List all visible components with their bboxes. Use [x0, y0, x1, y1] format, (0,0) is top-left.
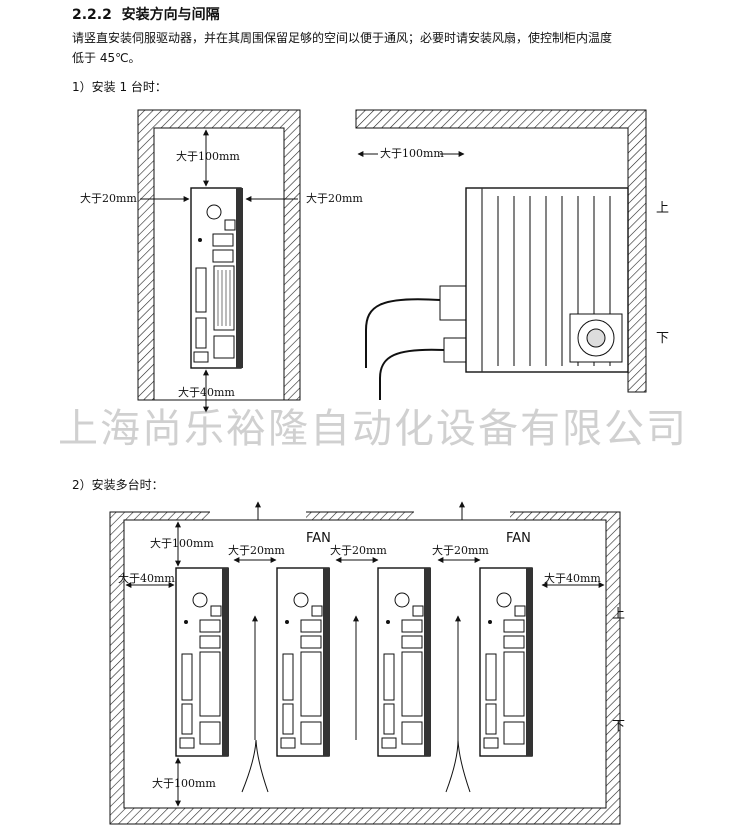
fig1-up-label: 上 — [656, 201, 669, 216]
fig2-gap-between-2: 大于20mm — [330, 543, 387, 557]
fig1-caption: 1）安装 1 台时： — [72, 80, 167, 94]
fan-label-1: FAN — [306, 531, 331, 546]
servo-drive-2 — [276, 567, 330, 757]
servo-drive-3 — [377, 567, 431, 757]
servo-drive-front — [190, 187, 243, 369]
fig2-gap-left-label: 大于40mm — [118, 571, 175, 585]
section-number: 2.2.2 — [72, 7, 112, 23]
fig1-side-gap-label: 大于100mm — [380, 146, 444, 160]
servo-drive-side — [439, 187, 629, 373]
fig2-gap-right-label: 大于40mm — [544, 571, 601, 585]
fan-label-2: FAN — [506, 531, 531, 546]
intro-line-1: 请竖直安装伺服驱动器，并在其周围保留足够的空间以便于通风；必要时请安装风扇，使控… — [72, 31, 613, 45]
fig2-caption: 2）安装多台时： — [72, 478, 164, 492]
fig2-gap-between-3: 大于20mm — [432, 543, 489, 557]
fig1-gap-top-label: 大于100mm — [176, 149, 240, 163]
fig1-down-label: 下 — [656, 331, 669, 346]
fig2-down-label: 下 — [612, 719, 625, 734]
fig2-gap-top-label: 大于100mm — [150, 536, 214, 550]
intro-paragraph: 请竖直安装伺服驱动器，并在其周围保留足够的空间以便于通风；必要时请安装风扇，使控… — [72, 28, 672, 68]
drive-row — [175, 567, 533, 757]
section-title: 安装方向与间隔 — [121, 7, 220, 23]
fig2-up-label: 上 — [612, 607, 625, 622]
fig2-gap-bottom-label: 大于100mm — [152, 776, 216, 790]
fig2-gap-between-1: 大于20mm — [228, 543, 285, 557]
servo-drive-4 — [479, 567, 533, 757]
servo-drive-1 — [175, 567, 229, 757]
airflow-arrows — [241, 615, 471, 793]
intro-line-2: 低于 45℃。 — [72, 51, 141, 65]
cabinet-side-view: 大于100mm 上 下 — [355, 109, 669, 400]
multi-install-diagram: FAN FAN 大于100mm 大于40mm 大于40mm 大于20mm 大于2… — [109, 501, 625, 825]
section-heading: 2.2.2 安装方向与间隔 — [72, 4, 220, 24]
watermark: 上海尚乐裕隆自动化设备有限公司 — [58, 406, 688, 452]
fig1-gap-right-label: 大于20mm — [306, 191, 363, 205]
fig1-gap-left-label: 大于20mm — [80, 191, 137, 205]
fig1-gap-bottom-label: 大于40mm — [178, 385, 235, 399]
cabinet-front-view: 大于100mm 大于20mm 大于20mm 大于40mm — [80, 109, 363, 413]
